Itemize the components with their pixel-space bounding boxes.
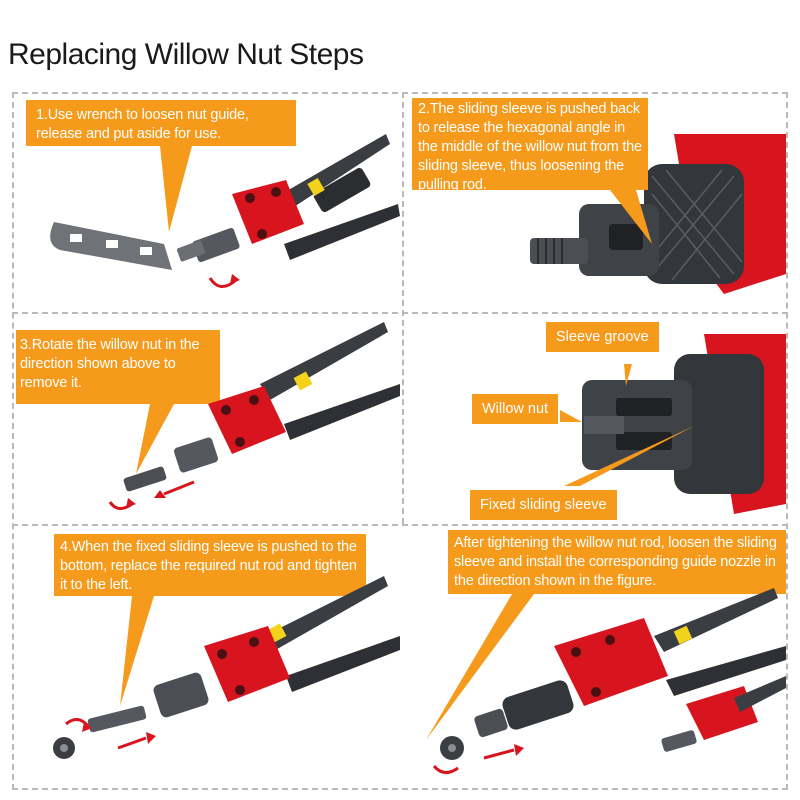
- screw: [271, 187, 281, 197]
- direction-arrow: [117, 736, 147, 750]
- sleeve-slot: [609, 224, 643, 250]
- callout-bubble: [426, 530, 786, 740]
- callout-bubble: [412, 98, 652, 244]
- page-title: Replacing Willow Nut Steps: [8, 38, 364, 71]
- step-5-illustration: [426, 530, 786, 774]
- parts-panel: Sleeve groove Willow nut Fixed sliding s…: [404, 314, 786, 522]
- step-1-illustration: [26, 100, 400, 288]
- rotate-arrow-head: [82, 722, 92, 732]
- rod-threads: [537, 238, 563, 264]
- nut-hole: [60, 744, 68, 752]
- willow-nut-shape: [584, 416, 624, 434]
- sleeve-groove-shape: [616, 432, 672, 450]
- direction-arrow-head: [154, 490, 166, 498]
- front-sleeve: [474, 708, 508, 738]
- handle-lower: [666, 646, 786, 696]
- screw: [235, 437, 245, 447]
- handle-lower: [286, 636, 400, 692]
- screw: [571, 647, 581, 657]
- callout-bubble: [16, 330, 220, 474]
- screw: [605, 635, 615, 645]
- screw: [591, 687, 601, 697]
- threaded-rod: [530, 238, 588, 264]
- screw: [217, 649, 227, 659]
- yellow-label: [307, 177, 325, 197]
- handle-lower: [284, 204, 400, 260]
- knurled-sleeve: [674, 354, 764, 494]
- pointer: [560, 410, 582, 422]
- parts-illustration: [560, 334, 786, 514]
- knurled-sleeve: [502, 680, 574, 730]
- wrench-hole: [106, 240, 118, 248]
- step-3-illustration: [16, 322, 400, 510]
- step-5-panel: After tightening the willow nut rod, loo…: [404, 526, 786, 788]
- divider-vertical-top: [402, 92, 404, 524]
- wrench-hole: [140, 247, 152, 255]
- step-2-illustration: [412, 98, 786, 294]
- front-sleeve: [174, 437, 218, 473]
- label-willow-nut: Willow nut: [472, 394, 559, 424]
- step-4-text: 4.When the fixed sliding sleeve is pushe…: [60, 539, 357, 593]
- label-fixed-sliding-sleeve: Fixed sliding sleeve: [470, 490, 617, 520]
- handle-upper: [264, 134, 390, 220]
- pointer: [624, 364, 632, 386]
- callout-bubble: [54, 534, 366, 706]
- red-tool-head: [554, 618, 668, 706]
- tool-neck: [313, 167, 371, 213]
- nozzle-hole: [448, 744, 456, 752]
- handle-upper: [654, 588, 778, 652]
- red-tool-head: [204, 626, 290, 702]
- nozzle-tip: [176, 240, 206, 262]
- sleeve-groove-shape: [616, 398, 672, 416]
- step-2-panel: 2.The sliding sleeve is pushed back to r…: [404, 94, 786, 310]
- red-tool-head: [208, 386, 286, 454]
- step-4-illustration: [53, 534, 400, 759]
- screw: [249, 637, 259, 647]
- inset-tool-handle: [734, 676, 786, 712]
- knurl-pattern: [649, 169, 743, 281]
- handle-lower: [284, 384, 400, 440]
- screw: [235, 685, 245, 695]
- willow-nut: [123, 466, 167, 492]
- step-3-text: 3.Rotate the willow nut in the direction…: [20, 337, 200, 391]
- screw: [245, 193, 255, 203]
- direction-arrow: [483, 748, 515, 760]
- pointer: [564, 426, 694, 486]
- screw: [249, 395, 259, 405]
- handle-upper: [260, 322, 388, 400]
- rotate-arrow: [432, 764, 459, 774]
- divider-row-1: [12, 312, 788, 314]
- step-3-panel: 3.Rotate the willow nut in the direction…: [14, 314, 400, 522]
- yellow-label: [293, 371, 313, 391]
- screw: [221, 405, 231, 415]
- step-2-text: 2.The sliding sleeve is pushed back to r…: [418, 101, 642, 193]
- divider-row-2: [12, 524, 788, 526]
- label-sleeve-groove: Sleeve groove: [546, 322, 659, 352]
- wrench-hole: [70, 234, 82, 242]
- direction-arrow-head: [514, 744, 524, 756]
- rotate-arrow-head: [230, 274, 240, 284]
- direction-arrow-head: [146, 732, 156, 744]
- step-5-text: After tightening the willow nut rod, loo…: [454, 535, 777, 589]
- steps-frame: [12, 92, 788, 790]
- step-4-panel: 4.When the fixed sliding sleeve is pushe…: [14, 526, 400, 788]
- yellow-label: [673, 625, 693, 645]
- front-sleeve: [153, 672, 209, 718]
- handle-upper: [264, 576, 388, 652]
- rotate-arrow-head: [126, 498, 136, 508]
- screw: [257, 229, 267, 239]
- callout-bubble: [26, 100, 296, 232]
- step-1-panel: 1.Use wrench to loosen nut guide, releas…: [14, 94, 400, 310]
- direction-arrow: [163, 480, 195, 496]
- inset-nozzle: [661, 730, 697, 752]
- nut-rod: [87, 705, 147, 733]
- step-1-text: 1.Use wrench to loosen nut guide, releas…: [36, 107, 249, 142]
